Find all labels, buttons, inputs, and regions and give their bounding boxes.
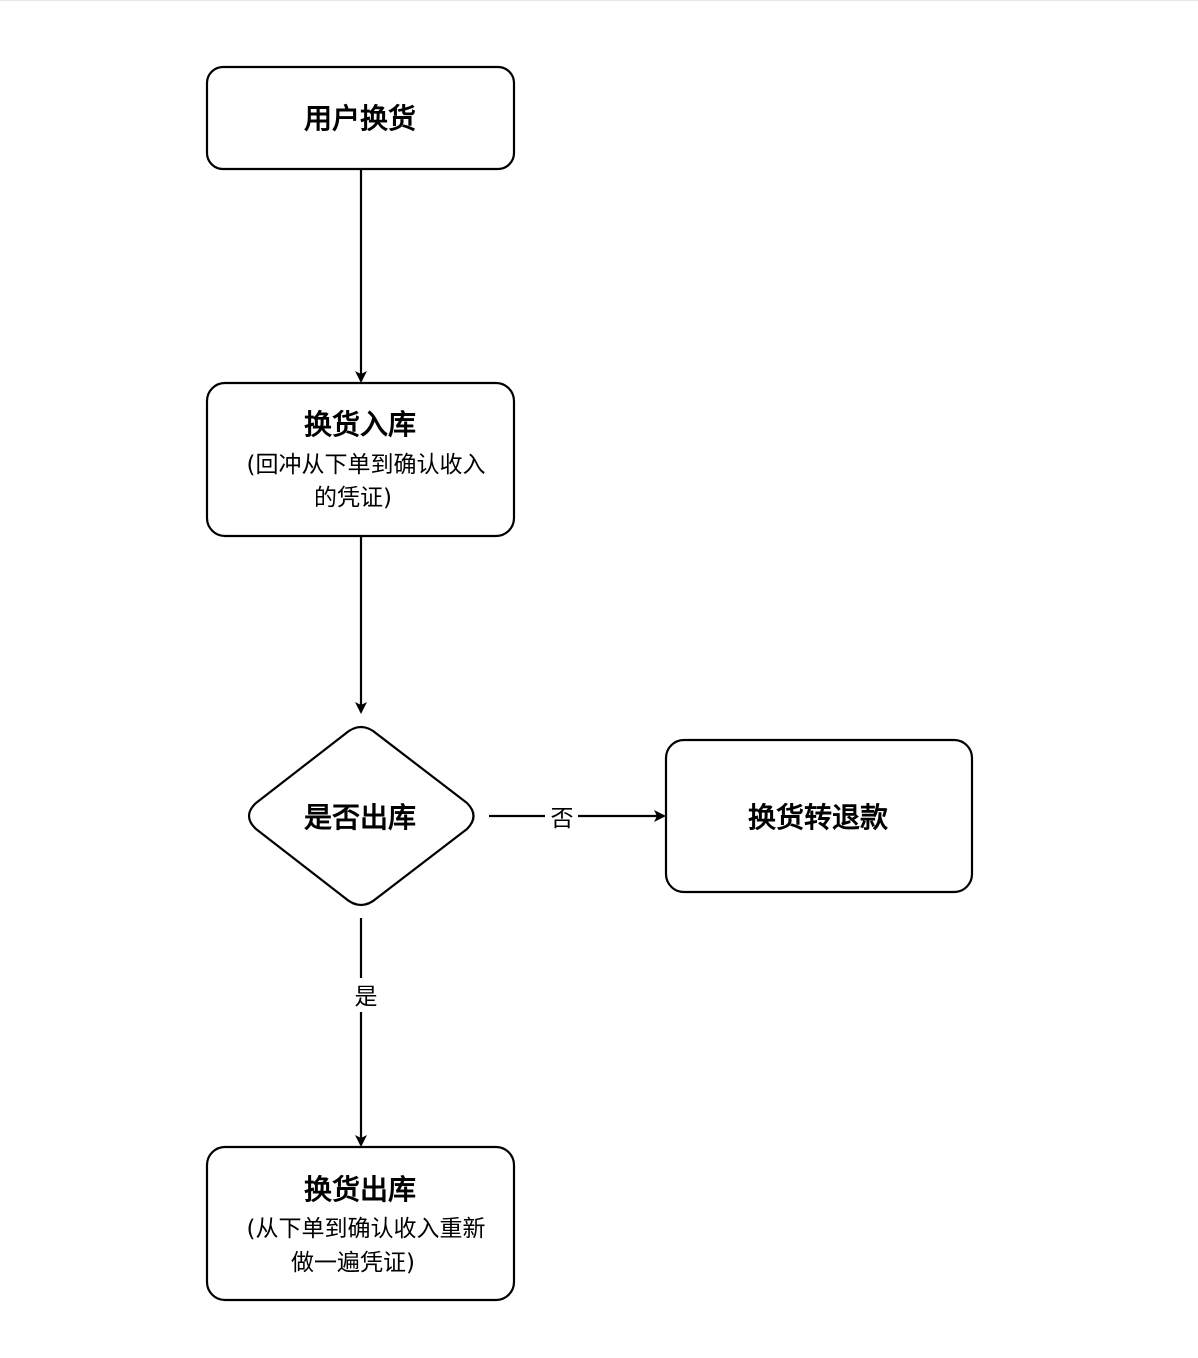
node-user-exchange-title: 用户换货 [304, 102, 416, 135]
node-exchange-in-detail-line1: (回冲从下单到确认收入 [247, 452, 486, 478]
edge-decision-no: 否 [489, 806, 666, 832]
node-decision: 是否出库 [247, 725, 475, 907]
node-exchange-out: 换货出库 (从下单到确认收入重新 做一遍凭证) [205, 1145, 516, 1302]
node-exchange-in-detail-line2: 的凭证) [314, 485, 392, 511]
edge-label-yes: 是 [355, 984, 378, 1010]
node-exchange-out-title: 换货出库 [304, 1173, 416, 1206]
node-user-exchange: 用户换货 [205, 65, 516, 171]
node-exchange-in-title: 换货入库 [304, 408, 416, 441]
node-to-refund: 换货转退款 [664, 738, 974, 894]
edge-decision-yes: 是 [355, 918, 378, 1147]
node-decision-title: 是否出库 [304, 801, 416, 834]
top-border [0, 0, 1198, 1]
node-exchange-in: 换货入库 (回冲从下单到确认收入 的凭证) [205, 381, 516, 538]
node-exchange-out-detail-line2: 做一遍凭证) [291, 1250, 415, 1276]
node-to-refund-title: 换货转退款 [748, 801, 889, 834]
edge-label-no: 否 [551, 806, 574, 832]
node-exchange-out-detail-line1: (从下单到确认收入重新 [247, 1216, 486, 1242]
